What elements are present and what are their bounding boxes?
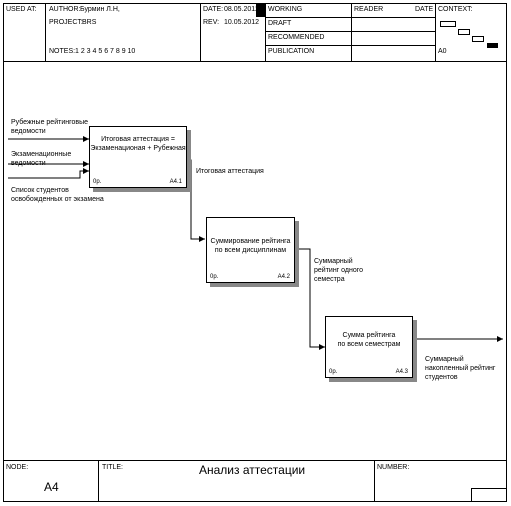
node-label: NODE: [6, 464, 29, 471]
notes-value: 1 2 3 4 5 6 7 8 9 10 [75, 48, 136, 55]
footer-divider [374, 460, 375, 502]
context-box [440, 21, 456, 27]
context-node: A0 [438, 48, 447, 55]
rev-value: 10.05.2012 [224, 19, 260, 26]
input-label-spisok: Список студентов освобожденных от экзаме… [11, 187, 104, 203]
context-label: CONTEXT: [438, 6, 473, 13]
arrow-label-nakoplenny: Суммарный накопленный рейтинг студентов [425, 356, 496, 381]
header-row-line [265, 45, 435, 46]
header-row-line [265, 31, 435, 32]
context-box [472, 36, 484, 42]
context-box-current [487, 43, 498, 48]
context-box [458, 29, 470, 35]
header-bottom-line [3, 61, 507, 62]
activity-box-a4-2[interactable]: Суммирование рейтинга по всем дисциплина… [206, 217, 295, 283]
header-row-line [265, 17, 435, 18]
status-recommended: RECOMMENDED [268, 34, 325, 41]
reader-label: READER [354, 6, 384, 13]
status-draft: DRAFT [268, 20, 292, 27]
footer-corner-line [471, 488, 472, 502]
diagram-title: Анализ аттестации [199, 463, 306, 477]
author-value: Бурмин Л.Н, [80, 6, 120, 13]
status-publication: PUBLICATION [268, 48, 315, 55]
activity-box-label: Итоговая аттестация = Экзаменационая + Р… [90, 136, 186, 152]
number-label: NUMBER: [377, 464, 410, 471]
working-marker [256, 4, 265, 17]
project-label: PROJECT: [49, 19, 83, 26]
rev-label: REV: [203, 19, 220, 26]
header-divider [200, 3, 201, 61]
activity-box-a4-1[interactable]: Итоговая аттестация = Экзаменационая + Р… [89, 126, 187, 188]
activity-box-code: A4.2 [277, 274, 290, 280]
header-divider [45, 3, 46, 61]
activity-box-cost: 0р. [329, 369, 338, 375]
arrow-box1-to-box2 [187, 159, 205, 242]
date-value: 08.05.2012 [224, 6, 260, 13]
used-at-label: USED AT: [6, 6, 37, 13]
date-label: DATE: [203, 6, 224, 13]
activity-box-code: A4.3 [395, 369, 408, 375]
status-working: WORKING [268, 6, 303, 13]
activity-box-cost: 0р. [210, 274, 219, 280]
diagram-frame [3, 3, 507, 502]
arrow-label-summarny-semestr: Суммарный рейтинг одного семестра [314, 258, 364, 283]
activity-box-code: A4.1 [169, 179, 182, 185]
author-label: AUTHOR: [49, 6, 81, 13]
activity-box-a4-3[interactable]: Сумма рейтинга по всем семестрам 0р. A4.… [325, 316, 413, 378]
header-divider [435, 3, 436, 61]
reader-date-label: DATE [415, 6, 434, 13]
notes-label: NOTES: [49, 48, 76, 55]
header-divider [265, 3, 266, 61]
input-arrow-3 [8, 168, 89, 179]
input-label-ekzamen: Экзаменационные ведомости [11, 151, 72, 167]
footer-top-line [3, 460, 507, 461]
header-divider [351, 3, 352, 61]
activity-box-cost: 0р. [93, 179, 102, 185]
arrow-label-itogovaya: Итоговая аттестация [196, 168, 264, 175]
title-label: TITLE: [102, 464, 124, 471]
activity-box-label: Сумма рейтинга по всем семестрам [337, 332, 401, 348]
footer-corner-line [471, 488, 507, 489]
activity-box-label: Суммирование рейтинга по всем дисциплина… [210, 238, 291, 254]
input-label-rubezhnye: Рубежные рейтинговые ведомости [11, 119, 89, 135]
project-value: BRS [82, 19, 97, 26]
node-value: A4 [44, 480, 59, 494]
arrow-box2-to-box3 [295, 248, 325, 350]
footer-divider [98, 460, 99, 502]
